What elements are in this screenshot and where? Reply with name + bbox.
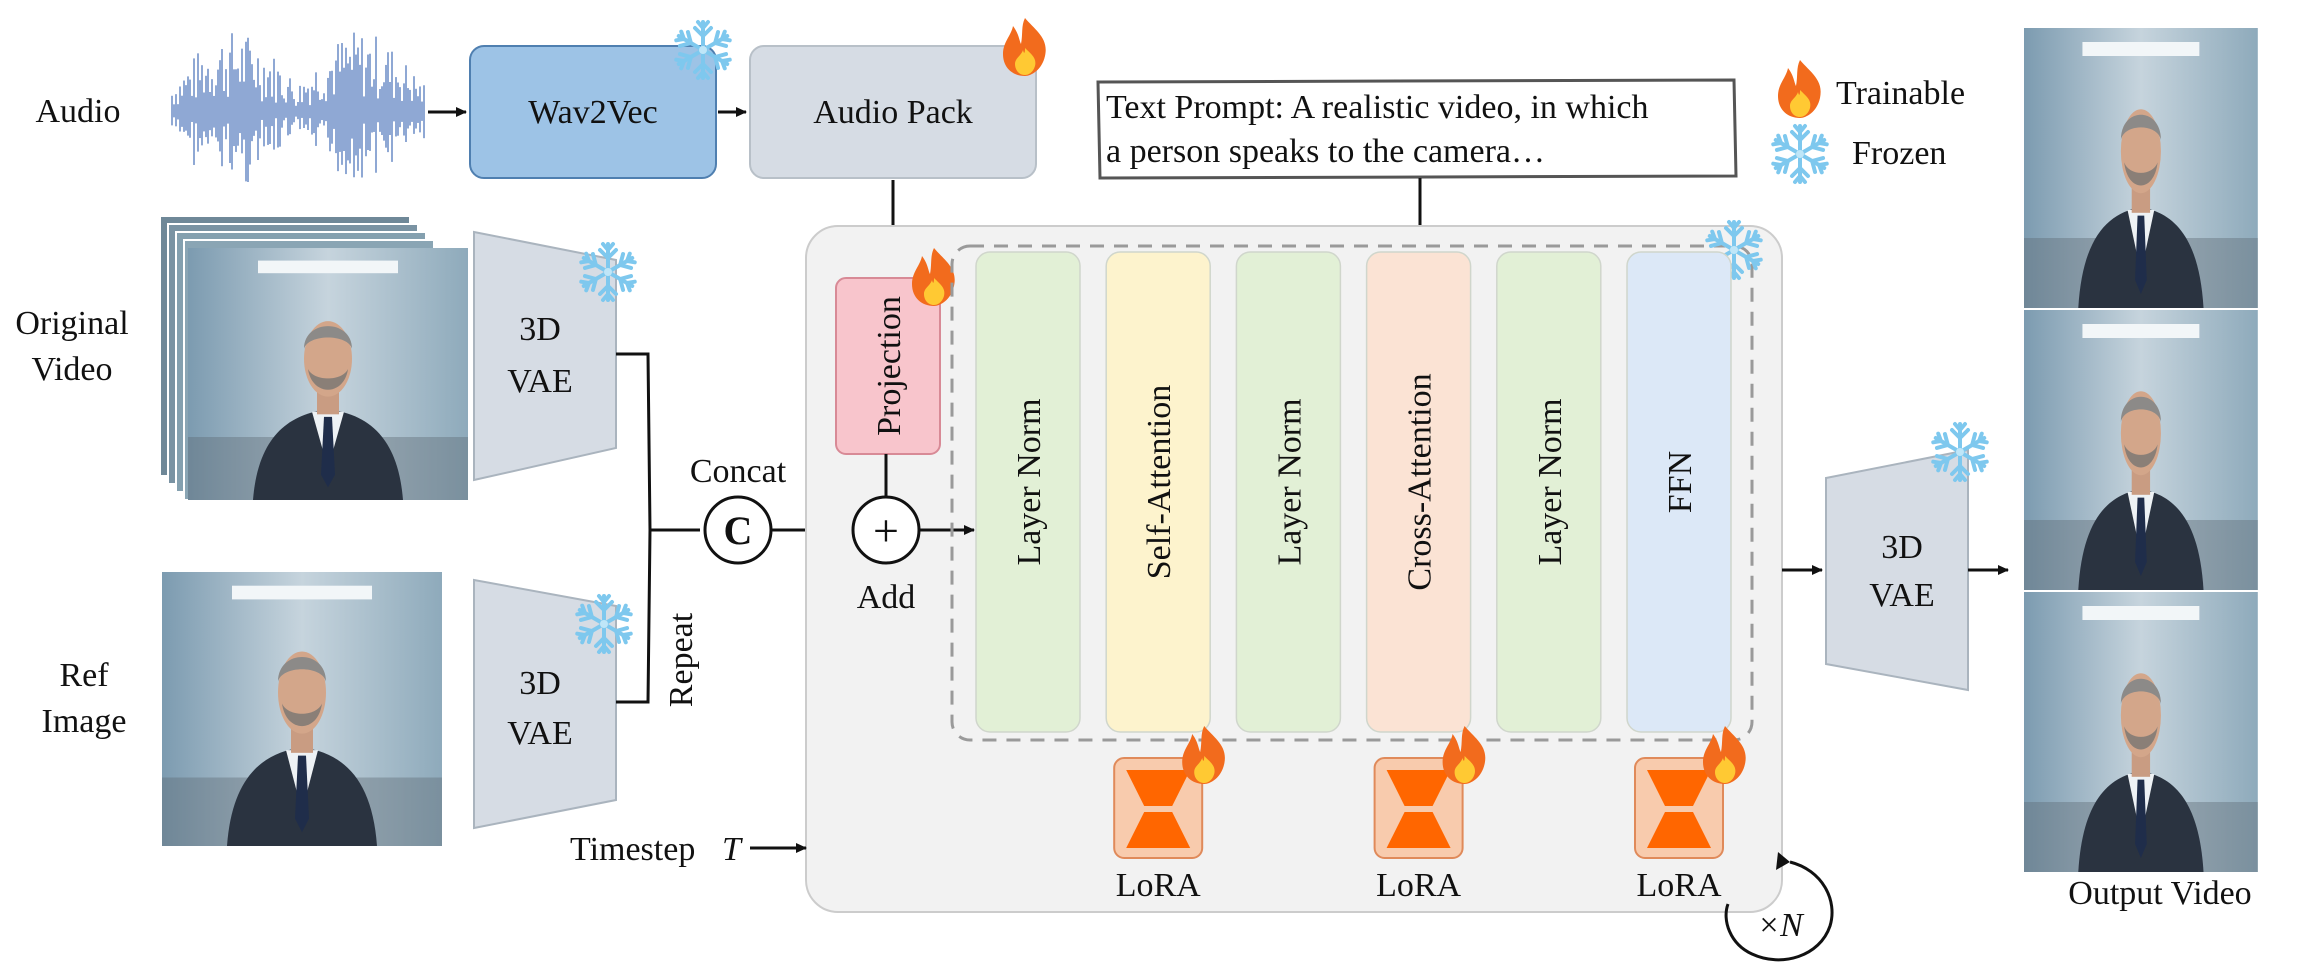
fire-icon <box>1778 60 1821 118</box>
repeat-loop-arrow <box>1724 860 1834 962</box>
output-frame-3 <box>2024 592 2258 872</box>
original-video-frames <box>159 215 468 501</box>
fire-icon <box>1003 18 1046 76</box>
lora-label-2: LoRA <box>1637 867 1722 904</box>
vae-output-decoder <box>1825 448 1969 692</box>
timestep-variable: T <box>722 831 743 868</box>
legend-frozen: Frozen <box>1852 135 1946 172</box>
output-video-label: Output Video <box>2068 875 2251 912</box>
wav2vec-label: Wav2Vec <box>528 94 657 131</box>
layer-label-0: Layer Norm <box>1011 398 1048 565</box>
layer-block-3 <box>1365 251 1472 733</box>
vae-bottom-label-1: 3D <box>519 665 561 702</box>
vae-bottom-label-2: VAE <box>507 715 573 752</box>
vae-output-label-1: 3D <box>1881 529 1923 566</box>
layer-block-0 <box>975 251 1081 733</box>
person-thumbnail <box>188 248 468 500</box>
concat-symbol: C <box>724 508 753 553</box>
repeat-label: Repeat <box>663 612 700 707</box>
lora-up-projection <box>1126 812 1191 848</box>
layer-block-1 <box>1105 251 1211 733</box>
vae-top-label-2: VAE <box>507 363 573 400</box>
layer-label-1: Self-Attention <box>1141 385 1178 580</box>
layer-block-5 <box>1626 251 1732 733</box>
repeat-n-label: ×N <box>1757 907 1805 944</box>
layer-block-2 <box>1235 251 1342 733</box>
layer-label-2: Layer Norm <box>1271 398 1308 565</box>
ref-image-label-1: Ref <box>59 657 109 694</box>
ref-image-thumbnail <box>162 572 442 846</box>
output-frame-2 <box>2024 310 2258 590</box>
snowflake-icon <box>1772 126 1828 182</box>
lora-up-projection <box>1386 812 1451 848</box>
audio-label: Audio <box>36 93 121 130</box>
concat-label: Concat <box>690 453 787 490</box>
vae-top-label-1: 3D <box>519 311 561 348</box>
output-frame-1 <box>2024 28 2258 308</box>
audio-pack-label: Audio Pack <box>813 94 973 131</box>
lora-label-1: LoRA <box>1376 867 1461 904</box>
add-symbol: + <box>873 505 899 556</box>
frozen-layers-frame <box>950 244 1754 742</box>
text-prompt-box <box>1096 78 1738 180</box>
audio-waveform <box>171 32 425 183</box>
vae-output-label-2: VAE <box>1869 577 1935 614</box>
layer-label-3: Cross-Attention <box>1402 373 1439 590</box>
vae-top-encoder <box>473 230 617 482</box>
original-video-label-1: Original <box>15 305 128 342</box>
layer-label-5: FFN <box>1662 451 1699 513</box>
lora-down-projection <box>1386 770 1451 806</box>
layer-block-4 <box>1496 251 1602 733</box>
original-video-label-2: Video <box>31 351 112 388</box>
audio-pack-block <box>749 45 1037 179</box>
lora-modules: LoRA LoRA LoRA <box>1113 726 1746 904</box>
output-video-frames <box>2024 28 2258 872</box>
transformer-layers: Layer Norm Self-Attention Layer Norm Cross-… <box>975 251 1732 733</box>
text-prompt-line-1: Text Prompt: A realistic video, in which <box>1106 89 1649 126</box>
projection-block <box>835 277 941 455</box>
text-prompt-line-2: a person speaks to the camera… <box>1106 133 1545 170</box>
timestep-label: Timestep <box>570 831 695 868</box>
layer-label-4: Layer Norm <box>1532 398 1569 565</box>
legend-trainable: Trainable <box>1836 75 1965 112</box>
lora-down-projection <box>1126 770 1191 806</box>
add-label: Add <box>857 579 916 616</box>
lora-label-0: LoRA <box>1116 867 1201 904</box>
lora-down-projection <box>1647 770 1711 806</box>
lora-up-projection <box>1647 812 1711 848</box>
wav2vec-block <box>469 45 717 179</box>
ref-image-label-2: Image <box>42 703 127 740</box>
projection-label: Projection <box>871 296 908 436</box>
